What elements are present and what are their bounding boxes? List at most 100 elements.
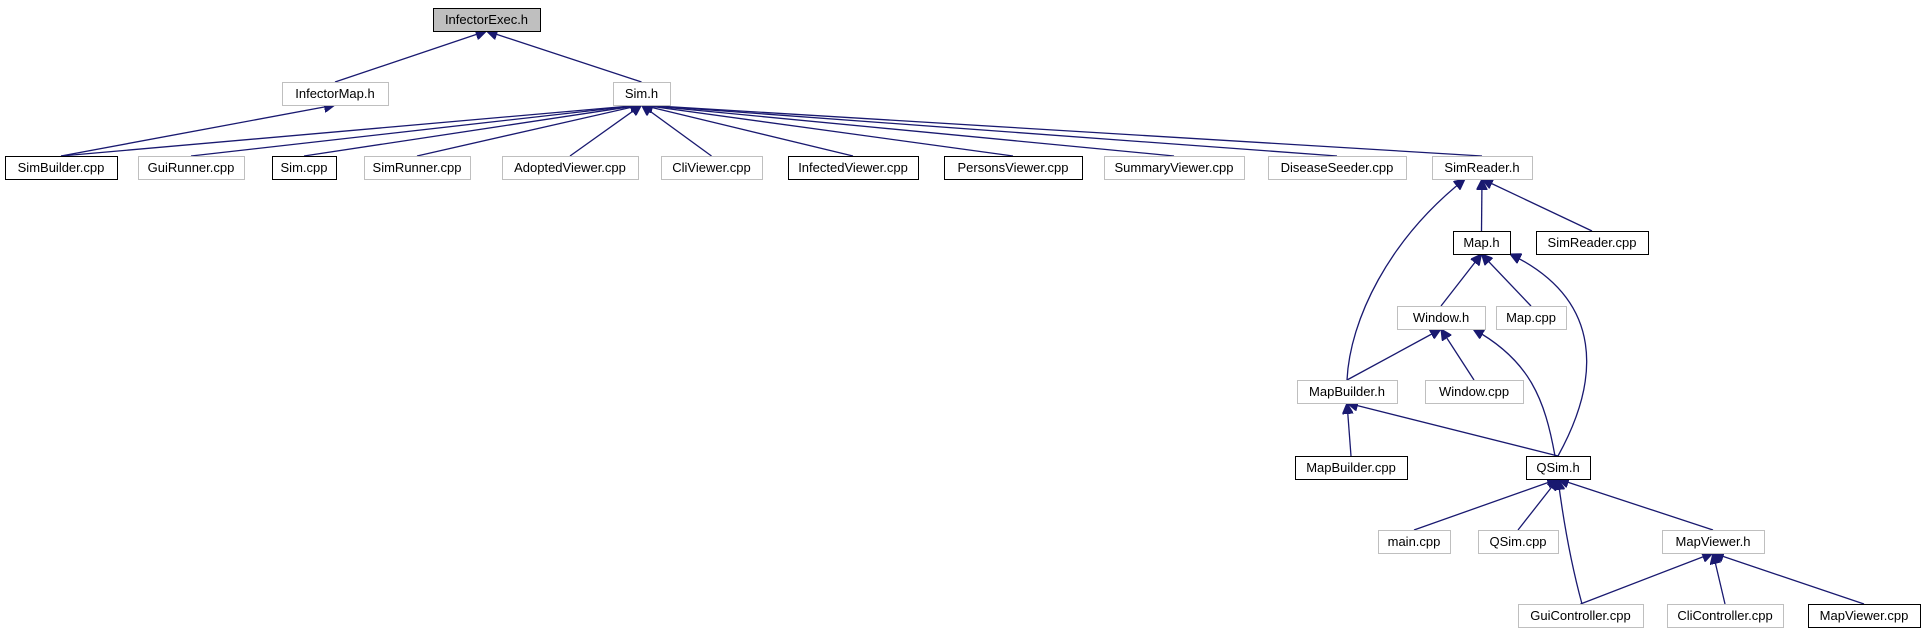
node-infector-exec[interactable]: InfectorExec.h xyxy=(433,8,541,32)
edge-sim-builder-to-sim-h xyxy=(60,105,642,157)
edge-summary-viewer-to-sim-h xyxy=(642,105,1175,157)
node-box[interactable] xyxy=(944,156,1083,180)
edge-sim-builder-to-infector-map xyxy=(60,105,335,157)
node-box[interactable] xyxy=(1496,306,1567,330)
edge-disease-seeder-to-sim-h xyxy=(642,105,1338,157)
node-persons-viewer[interactable]: PersonsViewer.cpp xyxy=(944,156,1083,180)
node-map-viewer-cpp[interactable]: MapViewer.cpp xyxy=(1808,604,1921,628)
node-sim-h[interactable]: Sim.h xyxy=(613,82,671,106)
edge-infected-viewer-to-sim-h xyxy=(642,105,854,157)
node-box[interactable] xyxy=(433,8,541,32)
node-box[interactable] xyxy=(661,156,763,180)
node-box[interactable] xyxy=(1432,156,1533,180)
node-map-h[interactable]: Map.h xyxy=(1453,231,1511,255)
edge-map-cpp-to-map-h xyxy=(1482,254,1532,307)
node-box[interactable] xyxy=(788,156,919,180)
node-qsim-h[interactable]: QSim.h xyxy=(1526,456,1591,480)
edge-sim-reader-cpp-to-sim-reader-h xyxy=(1482,179,1593,232)
node-label: InfectorMap.h xyxy=(295,86,375,101)
node-box[interactable] xyxy=(1453,231,1511,255)
node-window-cpp[interactable]: Window.cpp xyxy=(1425,380,1524,404)
node-label: AdoptedViewer.cpp xyxy=(514,160,626,175)
node-sim-builder[interactable]: SimBuilder.cpp xyxy=(5,156,118,180)
node-qsim-cpp[interactable]: QSim.cpp xyxy=(1478,530,1559,554)
node-map-viewer-h[interactable]: MapViewer.h xyxy=(1662,530,1765,554)
node-box[interactable] xyxy=(1295,456,1408,480)
edge-sim-reader-h-to-sim-h xyxy=(642,105,1483,157)
node-label: PersonsViewer.cpp xyxy=(957,160,1068,175)
node-label: SimReader.cpp xyxy=(1548,235,1637,250)
edge-cli-controller-to-map-viewer-h xyxy=(1713,553,1726,605)
node-label: Map.cpp xyxy=(1506,310,1556,325)
node-label: Sim.h xyxy=(625,86,658,101)
node-main-cpp[interactable]: main.cpp xyxy=(1378,530,1451,554)
edge-map-builder-h-to-sim-reader-h xyxy=(1346,179,1465,381)
node-box[interactable] xyxy=(1425,380,1524,404)
node-label: CliViewer.cpp xyxy=(672,160,751,175)
node-sim-runner[interactable]: SimRunner.cpp xyxy=(364,156,471,180)
node-box[interactable] xyxy=(364,156,471,180)
edges-layer xyxy=(60,31,1865,605)
node-box[interactable] xyxy=(5,156,118,180)
edge-map-viewer-h-to-qsim-h xyxy=(1558,479,1714,531)
node-box[interactable] xyxy=(1536,231,1649,255)
node-sim-reader-h[interactable]: SimReader.h xyxy=(1432,156,1533,180)
node-label: MapViewer.cpp xyxy=(1820,608,1909,623)
node-label: InfectedViewer.cpp xyxy=(798,160,908,175)
node-label: main.cpp xyxy=(1388,534,1441,549)
edge-window-h-to-map-h xyxy=(1440,254,1482,307)
edge-map-builder-h-to-window-h xyxy=(1346,329,1441,381)
node-box[interactable] xyxy=(282,82,389,106)
node-box[interactable] xyxy=(1104,156,1245,180)
node-box[interactable] xyxy=(1378,530,1451,554)
edge-adopted-viewer-to-sim-h xyxy=(569,105,642,157)
edge-qsim-cpp-to-qsim-h xyxy=(1517,479,1558,531)
node-box[interactable] xyxy=(1268,156,1407,180)
node-box[interactable] xyxy=(272,156,337,180)
edge-qsim-h-to-map-h xyxy=(1510,254,1588,457)
edge-window-cpp-to-window-h xyxy=(1441,329,1475,381)
node-box[interactable] xyxy=(1667,604,1784,628)
node-map-cpp[interactable]: Map.cpp xyxy=(1496,306,1567,330)
node-label: QSim.cpp xyxy=(1489,534,1546,549)
edge-qsim-h-to-map-builder-h xyxy=(1347,403,1559,457)
node-box[interactable] xyxy=(502,156,639,180)
node-label: GuiRunner.cpp xyxy=(148,160,235,175)
edge-persons-viewer-to-sim-h xyxy=(642,105,1014,157)
node-cli-viewer[interactable]: CliViewer.cpp xyxy=(661,156,763,180)
node-box[interactable] xyxy=(1297,380,1398,404)
node-map-builder-cpp[interactable]: MapBuilder.cpp xyxy=(1295,456,1408,480)
node-label: InfectorExec.h xyxy=(445,12,528,27)
node-box[interactable] xyxy=(1518,604,1644,628)
node-label: Window.h xyxy=(1413,310,1469,325)
node-infector-map[interactable]: InfectorMap.h xyxy=(282,82,389,106)
node-sim-reader-cpp[interactable]: SimReader.cpp xyxy=(1536,231,1649,255)
node-label: DiseaseSeeder.cpp xyxy=(1281,160,1394,175)
node-box[interactable] xyxy=(138,156,245,180)
node-box[interactable] xyxy=(1397,306,1486,330)
edge-sim-cpp-to-sim-h xyxy=(303,105,642,157)
node-sim-cpp[interactable]: Sim.cpp xyxy=(272,156,337,180)
node-box[interactable] xyxy=(1662,530,1765,554)
node-box[interactable] xyxy=(1808,604,1921,628)
node-adopted-viewer[interactable]: AdoptedViewer.cpp xyxy=(502,156,639,180)
edge-cli-viewer-to-sim-h xyxy=(642,105,712,157)
edge-map-viewer-cpp-to-map-viewer-h xyxy=(1713,553,1865,605)
node-gui-controller[interactable]: GuiController.cpp xyxy=(1518,604,1644,628)
node-disease-seeder[interactable]: DiseaseSeeder.cpp xyxy=(1268,156,1407,180)
node-window-h[interactable]: Window.h xyxy=(1397,306,1486,330)
node-map-builder-h[interactable]: MapBuilder.h xyxy=(1297,380,1398,404)
node-cli-controller[interactable]: CliController.cpp xyxy=(1667,604,1784,628)
node-label: SimRunner.cpp xyxy=(373,160,462,175)
node-summary-viewer[interactable]: SummaryViewer.cpp xyxy=(1104,156,1245,180)
edge-gui-runner-to-sim-h xyxy=(190,105,642,157)
node-gui-runner[interactable]: GuiRunner.cpp xyxy=(138,156,245,180)
node-label: SummaryViewer.cpp xyxy=(1115,160,1234,175)
node-box[interactable] xyxy=(1526,456,1591,480)
edge-gui-controller-to-qsim-h xyxy=(1558,479,1583,605)
node-box[interactable] xyxy=(613,82,671,106)
node-label: Map.h xyxy=(1463,235,1499,250)
node-box[interactable] xyxy=(1478,530,1559,554)
node-infected-viewer[interactable]: InfectedViewer.cpp xyxy=(788,156,919,180)
